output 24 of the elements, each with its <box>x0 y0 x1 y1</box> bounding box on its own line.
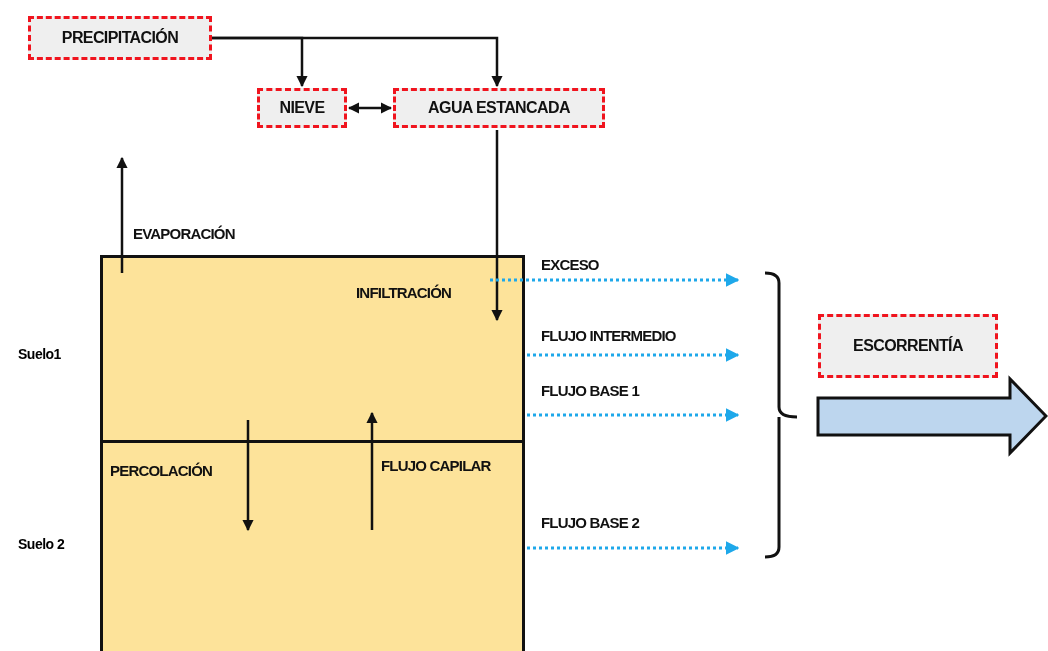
arrow <box>366 411 378 530</box>
arrow <box>527 541 740 555</box>
edge-label: EXCESO <box>541 256 599 273</box>
layer-label: Suelo 2 <box>18 536 65 552</box>
arrow <box>212 36 503 88</box>
layer-label: Suelo1 <box>18 346 61 362</box>
label-box: PRECIPITACIÓN <box>28 16 212 60</box>
arrow <box>242 420 254 532</box>
arrow <box>490 273 740 287</box>
arrow <box>527 408 740 422</box>
arrow <box>527 348 740 362</box>
arrow <box>116 156 128 273</box>
label-box: ESCORRENTÍA <box>818 314 998 378</box>
arrow <box>491 130 503 322</box>
edge-label: INFILTRACIÓN <box>356 284 452 301</box>
edge-label: EVAPORACIÓN <box>133 225 235 242</box>
edge-label: FLUJO CAPILAR <box>381 457 491 474</box>
label-box: AGUA ESTANCADA <box>393 88 605 128</box>
edge-label: FLUJO INTERMEDIO <box>541 327 676 344</box>
label-box: NIEVE <box>257 88 347 128</box>
edge-label: FLUJO BASE 1 <box>541 382 639 399</box>
edge-label: PERCOLACIÓN <box>110 462 213 479</box>
edge-label: FLUJO BASE 2 <box>541 514 639 531</box>
arrow <box>347 102 393 114</box>
